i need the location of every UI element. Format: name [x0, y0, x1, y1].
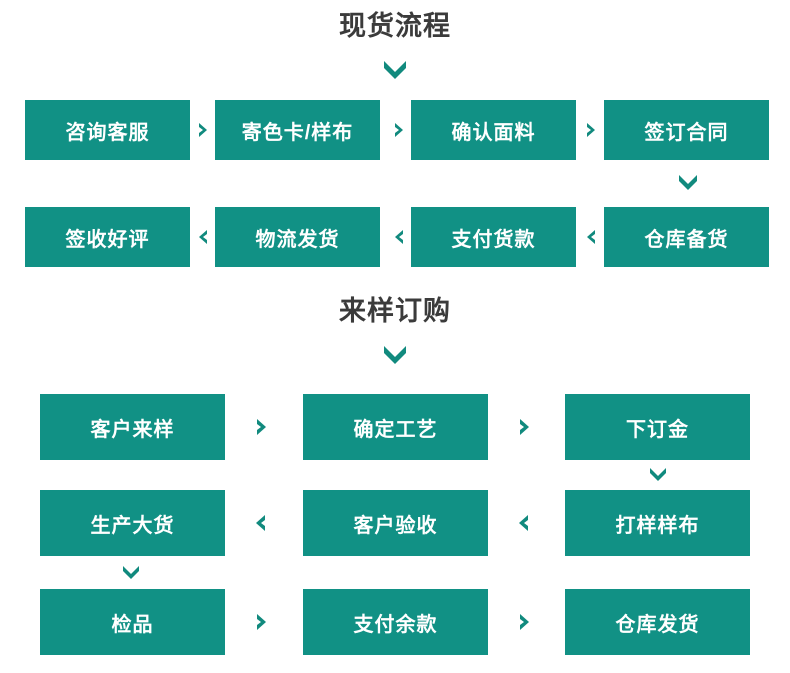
flow-step-box[interactable]: 确定工艺: [303, 394, 488, 460]
chevron-right-icon: [513, 413, 535, 441]
flow-step-box[interactable]: 咨询客服: [25, 100, 190, 160]
flow-step-box[interactable]: 生产大货: [40, 490, 225, 556]
chevron-down-icon-row-link: [675, 171, 701, 193]
chevron-right-icon: [580, 116, 602, 144]
section-title-sample-order: 来样订购: [339, 296, 451, 326]
flow-step-box[interactable]: 支付货款: [411, 207, 576, 267]
chevron-left-icon: [250, 509, 272, 537]
flow-step-box[interactable]: 下订金: [565, 394, 750, 460]
chevron-left-icon: [388, 223, 410, 251]
flow-step-box[interactable]: 打样样布: [565, 490, 750, 556]
section-title-spot-goods: 现货流程: [339, 11, 451, 41]
chevron-down-icon-row-link: [118, 561, 144, 583]
flow-step-box[interactable]: 寄色卡/样布: [215, 100, 380, 160]
chevron-down-icon-row-link: [645, 463, 671, 485]
flow-step-box[interactable]: 仓库备货: [604, 207, 769, 267]
chevron-right-icon: [513, 608, 535, 636]
flow-step-box[interactable]: 客户来样: [40, 394, 225, 460]
chevron-left-icon: [192, 223, 214, 251]
flow-step-box[interactable]: 仓库发货: [565, 589, 750, 655]
flow-step-box[interactable]: 支付余款: [303, 589, 488, 655]
chevron-down-icon-section-2: [380, 341, 410, 367]
flow-step-box[interactable]: 客户验收: [303, 490, 488, 556]
flow-step-box[interactable]: 检品: [40, 589, 225, 655]
flow-step-box[interactable]: 签订合同: [604, 100, 769, 160]
chevron-right-icon: [250, 608, 272, 636]
flow-step-box[interactable]: 签收好评: [25, 207, 190, 267]
chevron-left-icon: [580, 223, 602, 251]
chevron-right-icon: [250, 413, 272, 441]
chevron-right-icon: [388, 116, 410, 144]
chevron-down-icon-section-1: [380, 56, 410, 82]
chevron-left-icon: [513, 509, 535, 537]
chevron-right-icon: [192, 116, 214, 144]
flow-step-box[interactable]: 确认面料: [411, 100, 576, 160]
flow-step-box[interactable]: 物流发货: [215, 207, 380, 267]
